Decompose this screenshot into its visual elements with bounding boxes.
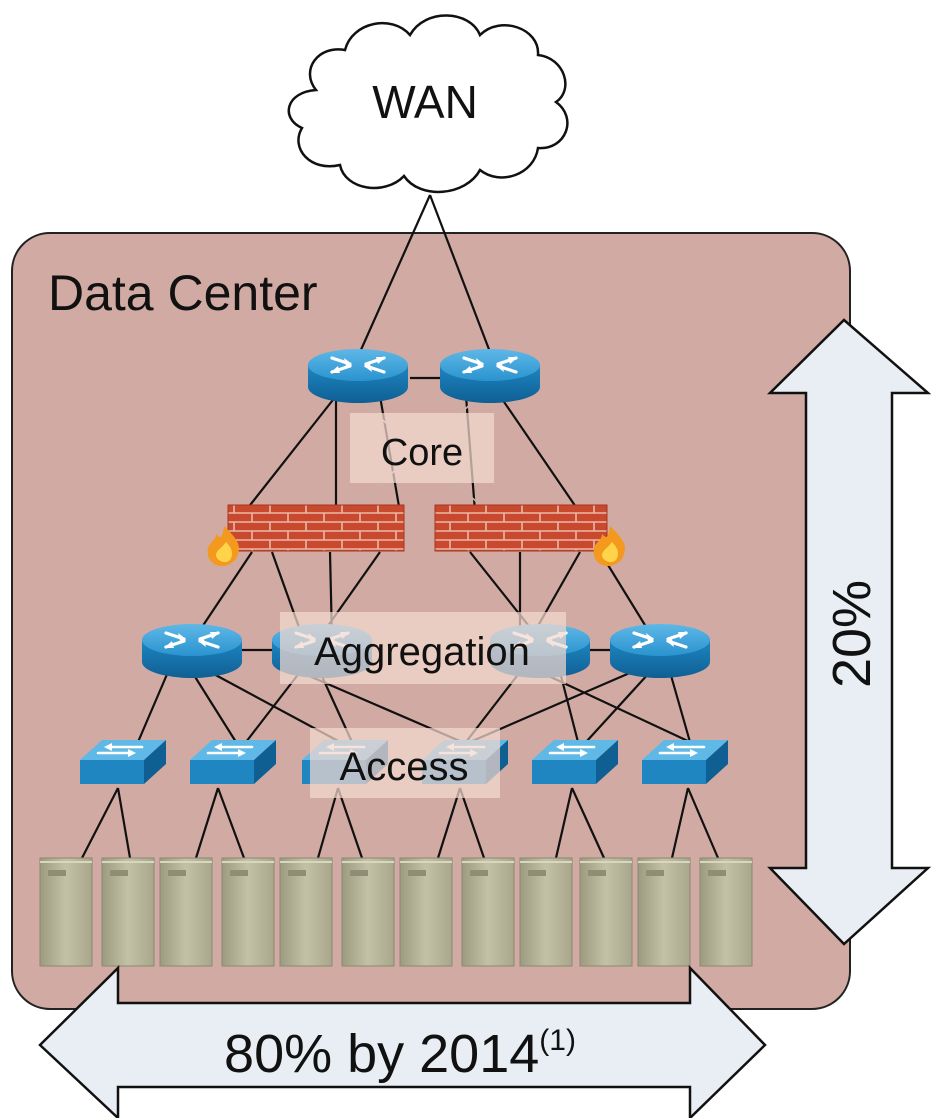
aggregation-router-4 [608, 622, 712, 680]
horizontal-arrow-label: 80% by 2014(1) [224, 1024, 576, 1084]
core-label: Core [381, 432, 463, 474]
wan-cloud [287, 14, 569, 194]
firewall-right [434, 504, 608, 552]
core-router-left [306, 347, 410, 405]
aggregation-label-box [280, 612, 566, 684]
aggregation-router-1 [140, 622, 244, 680]
datacenter-title: Data Center [48, 265, 318, 321]
horizontal-arrow-superscript: (1) [539, 1024, 576, 1057]
core-label-box [350, 413, 494, 483]
wan-label: WAN [372, 76, 478, 128]
core-router-right [438, 347, 542, 405]
horizontal-arrow-main: 80% by 2014 [224, 1024, 539, 1084]
horizontal-double-arrow [38, 964, 767, 1118]
wan-links [358, 194, 492, 353]
vertical-double-arrow [766, 318, 932, 946]
access-label-box [310, 728, 500, 798]
aggregation-label: Aggregation [314, 630, 530, 674]
access-label: Access [340, 745, 469, 789]
access-links [81, 787, 720, 859]
firewall-left [227, 504, 405, 552]
vertical-arrow-label: 20% [822, 580, 882, 688]
